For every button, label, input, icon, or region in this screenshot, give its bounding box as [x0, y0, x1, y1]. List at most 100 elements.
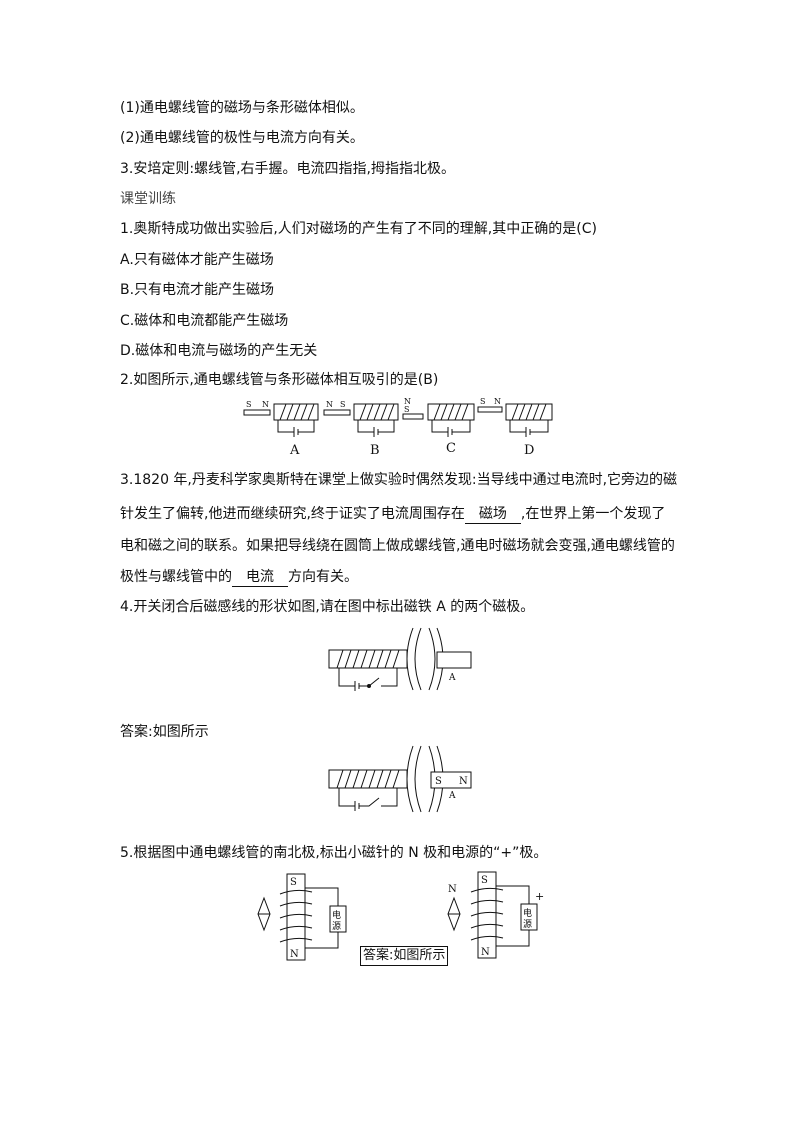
circuit-wire-with-switch — [338, 668, 398, 687]
answer-blank-current: 电流 — [232, 568, 288, 587]
question-1-option-b: B.只有电流才能产生磁场 — [120, 282, 275, 298]
magnet-pole-n: N — [459, 776, 468, 787]
coil-windings — [511, 403, 547, 421]
magnet-pole-label: S — [404, 405, 409, 414]
magnet-label: A — [448, 673, 456, 683]
magnet-pole-s: S — [435, 776, 442, 787]
coil-windings — [359, 403, 395, 421]
solenoid-pole-s: S — [290, 877, 297, 888]
figure-2-option-a: S N A — [243, 400, 319, 458]
question-4: 4.开关闭合后磁感线的形状如图,请在图中标出磁铁 A 的两个磁极。 — [120, 599, 535, 615]
question-1-option-d: D.磁体和电流与磁场的产生无关 — [120, 343, 318, 359]
solenoid-pole-n: N — [290, 949, 299, 960]
magnet-pole-label: N — [326, 400, 333, 409]
coil-windings — [336, 769, 400, 789]
question-5-figure: S N 电 源 N S N 电 源 + — [257, 871, 544, 961]
answer-4-figure: S N A — [328, 745, 472, 813]
solenoid — [353, 403, 399, 421]
switch-contact — [367, 684, 371, 688]
solenoid — [505, 403, 553, 421]
magnet-pole-label: N — [494, 397, 501, 406]
figure-2-option-c: N S C — [402, 397, 475, 456]
answer-5-box: 答案:如图所示 — [360, 946, 449, 966]
power-source-box — [329, 905, 347, 933]
field-lines-left — [406, 745, 422, 813]
circuit-wire — [431, 420, 471, 433]
question-3-line-2: 针发生了偏转,他进而继续研究,终于证实了电流周围存在磁场,在世界上第一个发现了 — [120, 504, 665, 524]
question-3-text: 方向有关。 — [288, 569, 358, 585]
coil-windings — [279, 403, 315, 421]
solenoid-pole-s: S — [481, 875, 488, 886]
coil-windings — [336, 649, 400, 669]
solenoid-vertical-answer — [477, 871, 497, 959]
power-source-label: 电 — [523, 907, 532, 919]
question-3-line-4: 极性与螺线管中的电流方向有关。 — [120, 567, 358, 587]
question-1-option-c: C.磁体和电流都能产生磁场 — [120, 313, 289, 329]
power-source-label: 源 — [523, 919, 532, 930]
answer-4-label: 答案:如图所示 — [120, 724, 209, 740]
text-line-2: (2)通电螺线管的极性与电流方向有关。 — [120, 130, 364, 146]
battery-symbol — [354, 801, 360, 811]
question-1-option-a: A.只有磁体才能产生磁场 — [120, 252, 274, 268]
coil-windings — [279, 889, 313, 943]
coil-windings — [470, 887, 504, 941]
battery-symbol — [447, 427, 453, 437]
circuit-wire — [277, 420, 315, 433]
bar-magnet-a — [436, 651, 472, 669]
question-3-text: 针发生了偏转,他进而继续研究,终于证实了电流周围存在 — [120, 506, 465, 522]
bar-magnet — [402, 413, 424, 420]
answer-blank-magnetic-field: 磁场 — [464, 505, 521, 524]
solenoid — [328, 649, 408, 669]
circuit-wire — [496, 885, 530, 947]
question-3-text: 极性与螺线管中的 — [120, 569, 232, 585]
figure-2-label-d: D — [524, 443, 534, 458]
battery-symbol — [525, 427, 531, 437]
battery-symbol — [354, 681, 360, 691]
solenoid-vertical — [286, 873, 306, 961]
solenoid — [273, 403, 319, 421]
magnet-pole-label: N — [404, 397, 411, 406]
question-2: 2.如图所示,通电螺线管与条形磁体相互吸引的是(B) — [120, 372, 439, 388]
question-3-line-3: 电和磁之间的联系。如果把导线绕在圆筒上做成螺线管,通电时磁场就会变强,通电螺线管… — [120, 538, 675, 554]
field-lines-left — [406, 627, 422, 691]
bar-magnet — [243, 409, 271, 416]
solenoid-pole-n: N — [481, 947, 490, 958]
power-source-label: 源 — [332, 921, 341, 932]
battery-symbol — [373, 427, 379, 437]
magnet-pole-label: S — [480, 397, 485, 406]
circuit-wire — [305, 887, 339, 949]
question-3-text: ,在世界上第一个发现了 — [520, 506, 666, 522]
coil-windings — [433, 403, 469, 421]
question-1: 1.奥斯特成功做出实验后,人们对磁场的产生有了不同的理解,其中正确的是(C) — [120, 221, 597, 237]
figure-2-option-d: S N D — [477, 397, 553, 458]
compass-needle-answer — [447, 896, 461, 932]
question-3-line-1: 3.1820 年,丹麦科学家奥斯特在课堂上做实验时偶然发现:当导线中通过电流时,… — [120, 472, 678, 488]
power-source-box-answer — [520, 903, 538, 931]
compass-needle — [257, 896, 271, 932]
circuit-wire — [357, 420, 395, 433]
magnet-pole-label: S — [340, 400, 345, 409]
magnet-pole-label: S — [246, 400, 251, 409]
section-heading: 课堂训练 — [120, 191, 176, 207]
power-source-label: 电 — [332, 909, 341, 921]
question-4-figure: A — [328, 627, 472, 691]
figure-2-label-b: B — [370, 443, 380, 458]
text-line-3: 3.安培定则:螺线管,右手握。电流四指指,拇指指北极。 — [120, 161, 455, 177]
solenoid — [328, 769, 408, 789]
bar-magnet-a — [430, 771, 472, 789]
circuit-wire-with-switch — [338, 788, 398, 807]
plus-pole-label: + — [535, 890, 544, 903]
needle-n-label: N — [448, 884, 457, 895]
bar-magnet — [477, 406, 503, 413]
question-2-figure: S N A N S B N S C S N D — [243, 397, 553, 458]
figure-2-option-b: N S B — [323, 400, 399, 458]
bar-magnet — [323, 409, 351, 416]
magnet-pole-label: N — [262, 400, 269, 409]
text-line-1: (1)通电螺线管的磁场与条形磁体相似。 — [120, 100, 364, 116]
question-5: 5.根据图中通电螺线管的南北极,标出小磁针的 N 极和电源的“+”极。 — [120, 845, 548, 861]
magnet-label: A — [448, 791, 456, 801]
figure-2-label-a: A — [289, 443, 300, 458]
figure-2-label-c: C — [446, 441, 456, 456]
solenoid — [427, 403, 475, 421]
circuit-wire — [509, 420, 549, 433]
